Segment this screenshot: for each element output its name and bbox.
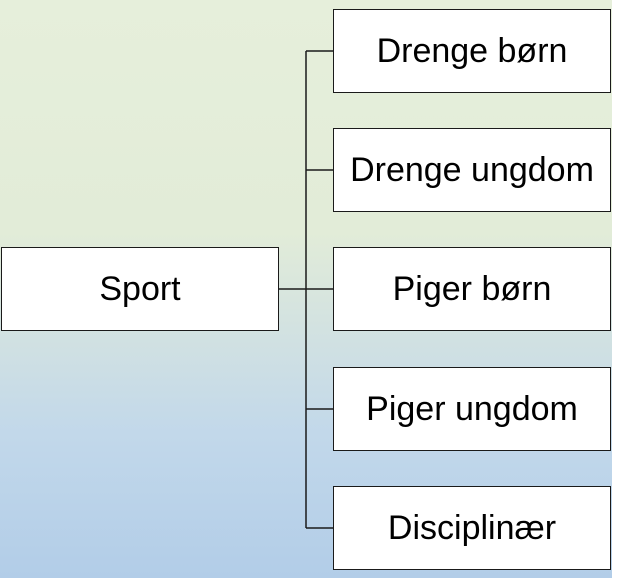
root-node-label: Sport xyxy=(99,270,181,308)
child-node-label: Piger børn xyxy=(392,270,552,308)
child-node-label: Disciplinær xyxy=(387,509,557,547)
child-node-drenge-born: Drenge børn xyxy=(333,9,611,93)
child-node-drenge-ungdom: Drenge ungdom xyxy=(333,128,611,212)
child-node-label: Piger ungdom xyxy=(366,390,578,428)
child-node-label: Drenge børn xyxy=(376,32,568,70)
child-node-disciplinaer: Disciplinær xyxy=(333,486,611,570)
child-node-piger-born: Piger børn xyxy=(333,247,611,331)
child-node-piger-ungdom: Piger ungdom xyxy=(333,367,611,451)
root-node-sport: Sport xyxy=(1,247,279,331)
child-node-label: Drenge ungdom xyxy=(350,151,594,189)
